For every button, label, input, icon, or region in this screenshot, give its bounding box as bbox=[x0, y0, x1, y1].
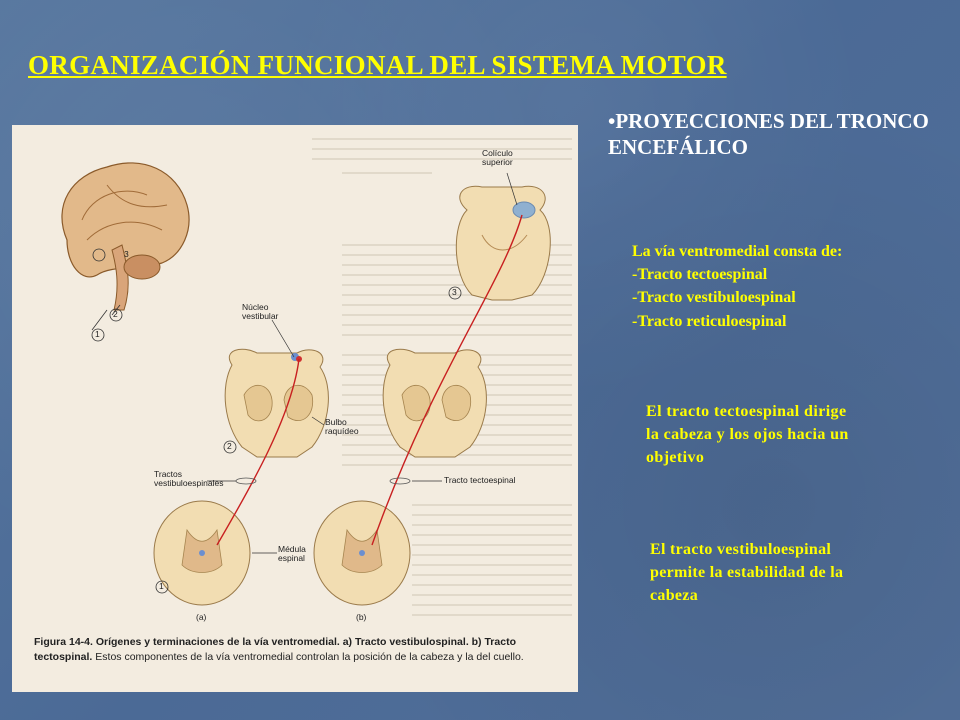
tectospinal-description: El tracto tectoespinal dirige la cabeza … bbox=[646, 400, 849, 470]
label-tracto-tectoespinal: Tracto tectoespinal bbox=[444, 475, 516, 485]
label-medula-espinal: Médula espinal bbox=[278, 544, 306, 564]
bullet-heading: •PROYECCIONES DEL TRONCO ENCEFÁLICO bbox=[608, 109, 929, 160]
textbook-figure: 3 1 2 3 2 1 Colículo superior Núcleo ves… bbox=[12, 125, 578, 692]
tectospinal-line: la cabeza y los ojos hacia un bbox=[646, 426, 849, 444]
tectospinal-line: objetivo bbox=[646, 449, 705, 467]
figure-illustration bbox=[61, 138, 572, 616]
spinal-cord-section-b bbox=[313, 500, 411, 606]
medulla-section-a bbox=[224, 348, 329, 458]
figure-caption-bold: Figura 14-4. Orígenes y terminaciones de… bbox=[34, 636, 516, 664]
label-b: (b) bbox=[356, 612, 367, 622]
medulla-section-b bbox=[382, 348, 487, 458]
medulla-marker-2-label: 2 bbox=[227, 441, 232, 451]
label-nucleo-vestibular: Núcleo vestibular bbox=[242, 302, 279, 322]
ventromedial-line: La vía ventromedial consta de: bbox=[632, 243, 843, 260]
marker-3-midbrain bbox=[448, 286, 462, 300]
label-bulbo-raquideo: Bulbo raquídeo bbox=[325, 417, 359, 437]
slide-title: ORGANIZACIÓN FUNCIONAL DEL SISTEMA MOTOR bbox=[28, 50, 727, 80]
marker-2-brain bbox=[109, 308, 123, 322]
spinal-cord-section-a bbox=[153, 500, 251, 606]
marker-1-spinal bbox=[155, 580, 169, 594]
spinal-marker-1-label: 1 bbox=[159, 581, 164, 591]
midbrain-section bbox=[455, 185, 551, 301]
brain-marker-2-label: 2 bbox=[113, 309, 118, 319]
marker-2-medulla bbox=[223, 440, 237, 454]
tectospinal-line: El tracto tectoespinal dirige bbox=[646, 403, 847, 420]
brain-marker-1-label: 1 bbox=[95, 329, 100, 339]
ventromedial-line: -Tracto reticuloespinal bbox=[632, 312, 787, 330]
vestibulospinal-line: El tracto vestibuloespinal bbox=[650, 541, 832, 558]
label-tractos-vestibuloespinales: Tractos vestibuloespinales bbox=[154, 469, 224, 489]
figure-caption-rest: Estos componentes de la vía ventromedial… bbox=[95, 651, 524, 664]
ventromedial-line: -Tracto vestibuloespinal bbox=[632, 289, 796, 307]
vestibulospinal-description: El tracto vestibuloespinal permite la es… bbox=[650, 538, 843, 608]
ventromedial-list: La vía ventromedial consta de: -Tracto t… bbox=[632, 240, 842, 333]
vestibulospinal-line: permite la estabilidad de la bbox=[650, 564, 844, 582]
label-a: (a) bbox=[196, 612, 207, 622]
brain-marker-3-label: 3 bbox=[124, 249, 129, 259]
brain-illustration bbox=[61, 162, 190, 331]
marker-3-brain bbox=[92, 248, 106, 262]
ventromedial-line: -Tracto tectoespinal bbox=[632, 266, 768, 284]
vestibulospinal-tract-line bbox=[216, 358, 300, 546]
vestibulospinal-line: cabeza bbox=[650, 587, 699, 605]
tectospinal-tract-line bbox=[371, 214, 523, 546]
midbrain-marker-3-label: 3 bbox=[452, 287, 457, 297]
marker-1-brain bbox=[91, 328, 105, 342]
figure-caption: Figura 14-4. Orígenes y terminaciones de… bbox=[34, 635, 574, 665]
label-coliculo-superior: Colículo superior bbox=[482, 148, 513, 168]
